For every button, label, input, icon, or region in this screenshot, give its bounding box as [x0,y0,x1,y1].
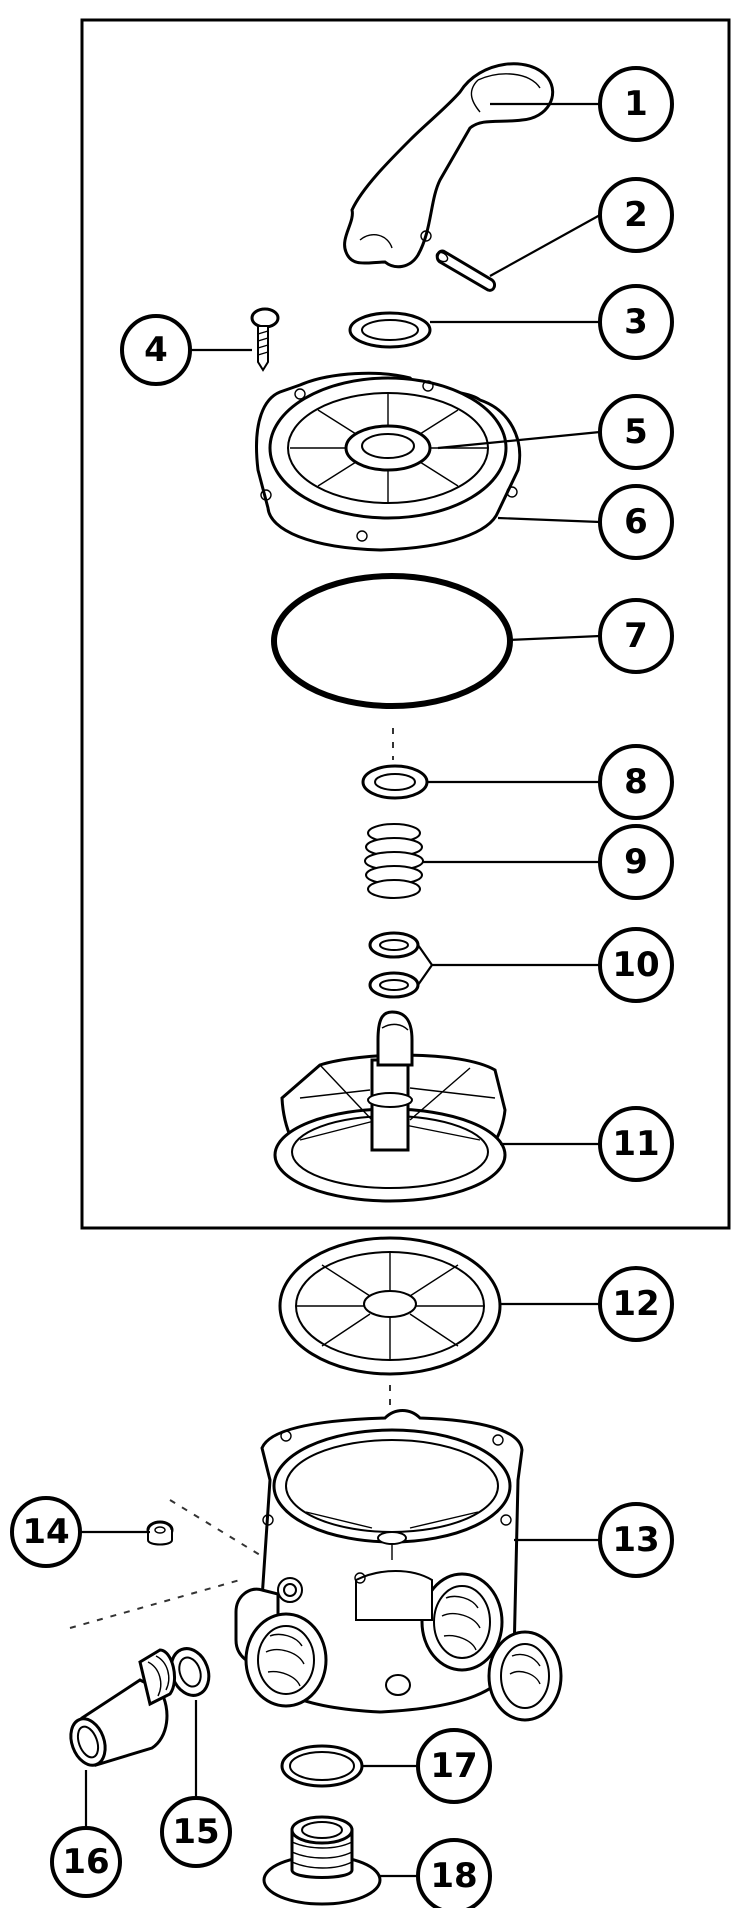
drain-o-ring-part [280,1744,364,1788]
svg-text:1: 1 [624,84,648,124]
callout-16: 16 [50,1826,122,1898]
shaft-o-rings-part [368,931,420,999]
svg-text:15: 15 [172,1812,219,1852]
pin-part [435,249,497,292]
valve-cover-part [255,371,522,552]
washer-part [348,311,432,349]
callout-7: 7 [598,598,674,674]
callout-6: 6 [598,484,674,560]
svg-text:10: 10 [612,945,659,985]
union-adapter-part [69,1648,176,1767]
screw-part [250,307,280,372]
svg-text:18: 18 [430,1856,477,1896]
svg-text:11: 11 [612,1124,659,1164]
leader-10 [417,944,600,986]
callout-11: 11 [598,1106,674,1182]
callout-5: 5 [598,394,674,470]
port-plug-part [146,1520,174,1546]
leader-7 [507,634,601,642]
callout-3: 3 [598,284,674,360]
svg-text:3: 3 [624,302,648,342]
upper-assembly-frame [80,18,731,1230]
spring-part [364,823,424,899]
valve-body-part [234,1409,563,1722]
drain-plug-part [262,1815,382,1906]
svg-text:9: 9 [624,842,648,882]
leader-5 [437,430,601,450]
callout-10: 10 [598,927,674,1003]
svg-text:13: 13 [612,1520,659,1560]
union-o-ring-part [169,1647,211,1697]
svg-text:4: 4 [144,330,168,370]
svg-text:14: 14 [22,1512,69,1552]
svg-text:16: 16 [62,1842,109,1882]
small-o-ring-part [361,764,429,800]
svg-text:12: 12 [612,1284,659,1324]
handle-part [343,62,555,269]
callout-4: 4 [120,314,192,386]
rotor-gasket-part [278,1236,502,1376]
callout-13: 13 [598,1502,674,1578]
callout-12: 12 [598,1266,674,1342]
callout-14: 14 [10,1496,82,1568]
cover-o-ring-part [271,573,513,709]
svg-text:17: 17 [430,1746,477,1786]
svg-text:8: 8 [624,762,648,802]
callout-15: 15 [160,1796,232,1868]
callout-8: 8 [598,744,674,820]
svg-text:5: 5 [624,412,648,452]
svg-text:2: 2 [624,195,648,235]
svg-text:7: 7 [624,616,648,656]
leader-2 [489,214,601,277]
callout-9: 9 [598,824,674,900]
svg-text:6: 6 [624,502,648,542]
rotor-part [273,1010,507,1203]
callout-1: 1 [598,66,674,142]
leader-6 [497,516,601,524]
callout-2: 2 [598,177,674,253]
callout-17: 17 [416,1728,492,1804]
callout-18: 18 [416,1838,492,1908]
